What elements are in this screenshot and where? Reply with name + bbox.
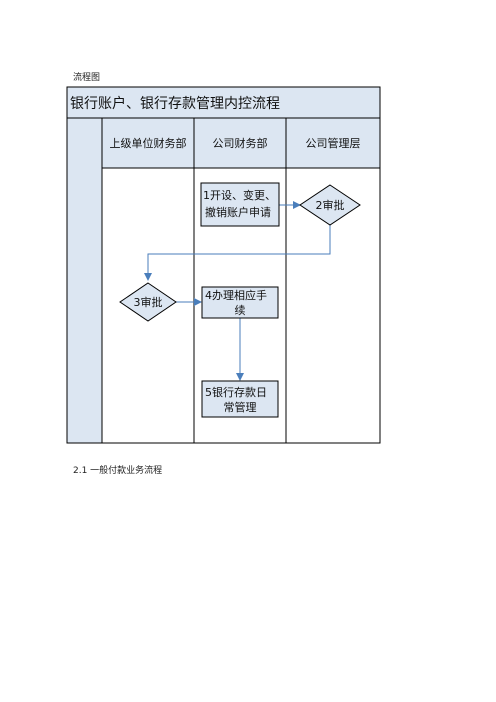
lane-header-label-1: 公司财务部 <box>213 136 268 150</box>
flow-node-3-label: 3审批 <box>134 295 163 309</box>
flow-node-3-diamond <box>119 282 177 322</box>
lane-header-label-0: 上级单位财务部 <box>110 136 187 150</box>
flow-node-1-box <box>200 182 280 227</box>
section-heading: 2.1 一般付款业务流程 <box>73 466 163 476</box>
left-margin-column <box>66 117 103 444</box>
flow-node-2-label: 2审批 <box>316 198 345 212</box>
flow-node-1-line-1: 1开设、变更、 <box>203 188 276 202</box>
page-caption-top: 流程图 <box>73 73 101 83</box>
flow-node-1-line-2: 撤销账户申请 <box>205 205 271 219</box>
lane-header-cell-0 <box>101 117 195 169</box>
flow-node-4-box <box>201 286 279 319</box>
lane-header-label-2: 公司管理层 <box>306 136 361 150</box>
flow-edge-2-to-3 <box>144 225 331 281</box>
flow-node-4-line-2: 续 <box>235 303 246 317</box>
flow-node-5-line-2: 常管理 <box>224 400 257 414</box>
flow-node-5-box <box>201 380 279 418</box>
flow-node-2-diamond <box>299 184 361 226</box>
flowchart-title: 银行账户、银行存款管理内控流程 <box>70 95 280 112</box>
flow-node-5-line-1: 5银行存款日 <box>205 385 267 399</box>
flow-node-4-line-1: 4办理相应手 <box>205 288 267 302</box>
